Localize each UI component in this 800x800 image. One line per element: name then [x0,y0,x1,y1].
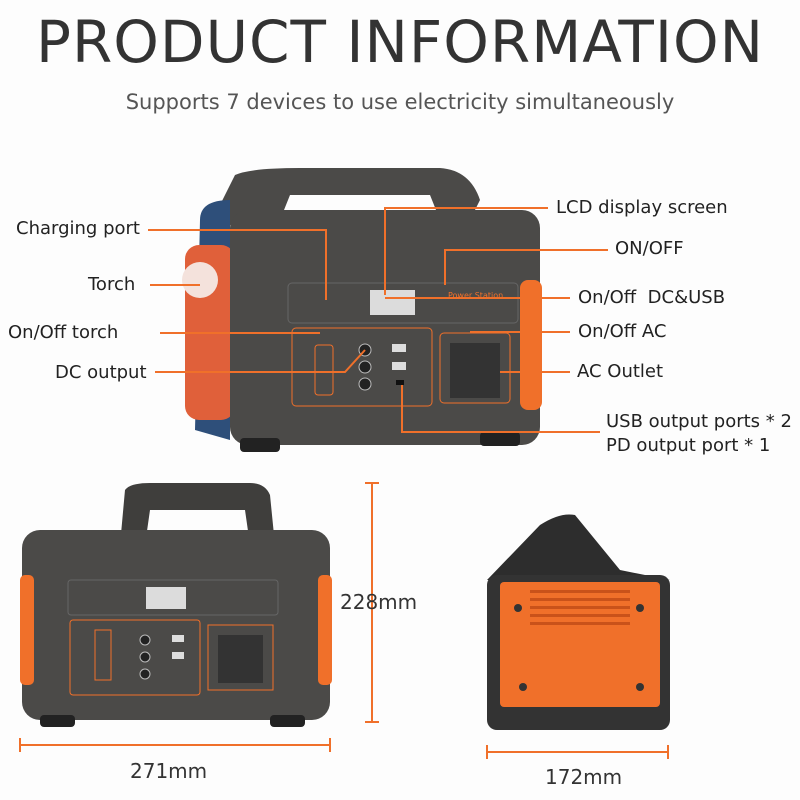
dimension-height: 228mm [340,590,418,614]
label-usb-ports: USB output ports * 2 [606,411,792,432]
callout-lines [148,207,608,433]
label-lcd-display: LCD display screen [556,197,728,218]
label-torch: Torch [88,274,136,295]
dimension-depth: 172mm [545,765,623,789]
label-charging-port: Charging port [16,218,140,239]
label-onoff-dc-usb: On/Off DC&USB [578,287,726,308]
power-station-front-angle [182,168,542,452]
label-pd-port: PD output port * 1 [606,435,771,456]
label-onoff: ON/OFF [615,238,684,259]
label-ac-outlet: AC Outlet [577,361,664,382]
power-station-front-view [20,483,332,727]
dimension-width: 271mm [130,759,208,783]
device-print-text: Power Station [448,291,504,300]
page-title: PRODUCT INFORMATION [36,8,764,76]
label-onoff-torch: On/Off torch [8,322,119,343]
label-dc-output: DC output [55,362,147,383]
page-subtitle: Supports 7 devices to use electricity si… [125,90,675,114]
dimension-lines [19,482,669,759]
label-onoff-ac: On/Off AC [578,321,667,342]
power-station-side-view [487,514,670,730]
